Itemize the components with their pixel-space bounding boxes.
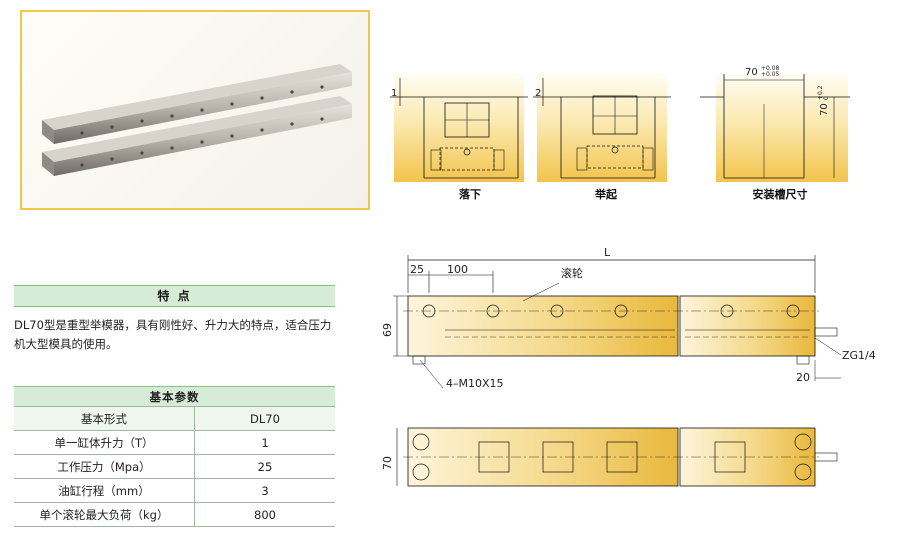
- height-69: 69: [381, 323, 394, 337]
- lift-dimension: 2: [535, 88, 542, 99]
- param-key: 单一缸体升力（T）: [14, 430, 195, 455]
- param-key: 基本形式: [14, 406, 195, 431]
- product-photo: [20, 10, 370, 210]
- table-row: 工作压力（Mpa） 25: [14, 454, 335, 479]
- param-value: DL70: [194, 406, 335, 431]
- features-text: DL70型是重型举模器，具有刚性好、升力大的特点，适合压力机大型模具的使用。: [14, 318, 332, 351]
- lift-caption: 举起: [595, 188, 617, 201]
- table-row: 单一缸体升力（T） 1: [14, 430, 335, 455]
- top-view-drawing: [396, 427, 838, 487]
- groove-depth-dim: 70 +0.2 0: [817, 86, 830, 117]
- table-row: 油缸行程（mm） 3: [14, 478, 335, 503]
- port-label: ZG1/4: [842, 349, 876, 362]
- screw-label: 4–M10X15: [446, 377, 504, 390]
- drop-dimension: 1: [391, 88, 398, 99]
- param-key: 油缸行程（mm）: [14, 478, 195, 503]
- groove-width-tol-upper: +0.08: [760, 65, 780, 72]
- groove-width-value: 70: [745, 67, 758, 78]
- params-title: 基本参数: [14, 386, 335, 407]
- table-row: 基本形式 DL70: [14, 406, 335, 431]
- dim-25: 25: [410, 263, 424, 276]
- param-value: 25: [194, 454, 335, 479]
- roller-label: 滚轮: [561, 267, 583, 280]
- groove-drawing: [700, 74, 850, 182]
- length-label: L: [604, 246, 611, 259]
- side-view-drawing: [393, 255, 842, 389]
- width-70: 70: [381, 456, 394, 470]
- lift-drawing: [533, 74, 671, 182]
- param-value: 800: [194, 502, 335, 527]
- groove-width-tol-lower: +0.05: [760, 71, 780, 78]
- groove-depth-tol-lower: 0: [823, 96, 830, 101]
- drop-caption: 落下: [459, 188, 481, 201]
- features-title: 特 点: [14, 285, 335, 307]
- die-lifter-bars-image: [42, 64, 352, 176]
- drop-drawing: [390, 74, 528, 182]
- groove-width-dim: 70 +0.08 +0.05: [745, 65, 780, 79]
- param-value: 3: [194, 478, 335, 503]
- dim-100: 100: [447, 263, 468, 276]
- table-row: 单个滚轮最大负荷（kg） 800: [14, 502, 335, 527]
- dim-20: 20: [796, 371, 810, 384]
- param-value: 1: [194, 430, 335, 455]
- groove-caption: 安装槽尺寸: [752, 188, 808, 201]
- param-key: 单个滚轮最大负荷（kg）: [14, 502, 195, 527]
- params-table: 基本参数 基本形式 DL70 单一缸体升力（T） 1 工作压力（Mpa） 25 …: [14, 386, 335, 527]
- groove-depth-value: 70: [819, 103, 830, 116]
- param-key: 工作压力（Mpa）: [14, 454, 195, 479]
